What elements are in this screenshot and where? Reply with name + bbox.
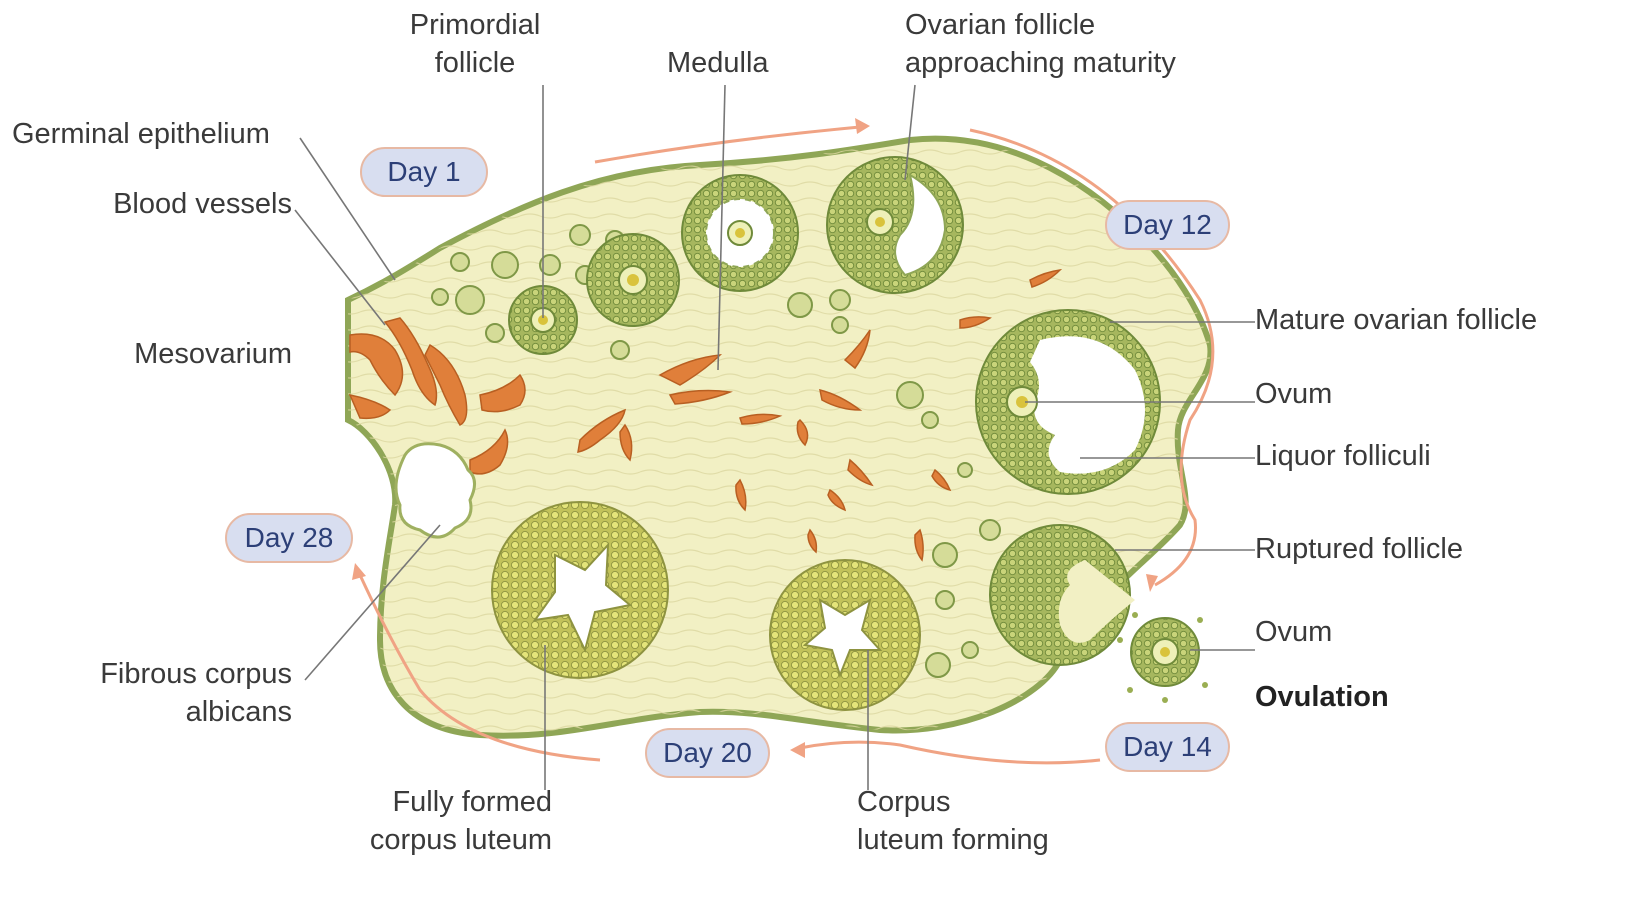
badge-day-20: Day 20 (645, 728, 770, 778)
label-fibrous-corpus-albicans: Fibrous corpus albicans (40, 655, 292, 731)
badge-day-14: Day 14 (1105, 722, 1230, 772)
label-approaching-line2: approaching maturity (905, 44, 1176, 82)
label-medulla: Medulla (667, 44, 769, 82)
label-primordial-follicle: Primordial follicle (390, 6, 560, 82)
corpus-luteum-formed (492, 502, 668, 678)
badge-day-1: Day 1 (360, 147, 488, 197)
corpus-albicans (396, 444, 475, 537)
label-primordial-follicle-line2: follicle (390, 44, 560, 82)
label-ovulation: Ovulation (1255, 678, 1389, 716)
label-luteum-forming-line1: Corpus (857, 783, 1049, 821)
label-corpus-luteum-forming: Corpus luteum forming (857, 783, 1049, 859)
label-luteum-formed-line1: Fully formed (330, 783, 552, 821)
label-albicans-line1: Fibrous corpus (40, 655, 292, 693)
label-mesovarium: Mesovarium (60, 335, 292, 373)
antral-follicle (682, 175, 798, 291)
label-ovarian-follicle-approaching-maturity: Ovarian follicle approaching maturity (905, 6, 1176, 82)
corpus-luteum-forming (770, 560, 920, 710)
label-liquor-folliculi: Liquor folliculi (1255, 437, 1431, 475)
label-germinal-epithelium: Germinal epithelium (12, 115, 270, 153)
label-primordial-follicle-line1: Primordial (390, 6, 560, 44)
released-ovum (1117, 612, 1208, 703)
label-blood-vessels: Blood vessels (60, 185, 292, 223)
follicle-approaching-maturity (827, 157, 963, 293)
label-mature-ovarian-follicle: Mature ovarian follicle (1255, 301, 1537, 339)
badge-day-12: Day 12 (1105, 200, 1230, 250)
badge-day-28: Day 28 (225, 513, 353, 563)
label-luteum-formed-line2: corpus luteum (330, 821, 552, 859)
label-approaching-line1: Ovarian follicle (905, 6, 1176, 44)
label-albicans-line2: albicans (40, 693, 292, 731)
label-ovum-mature: Ovum (1255, 375, 1332, 413)
growing-follicle-medium (587, 234, 679, 326)
label-ovum-released: Ovum (1255, 613, 1332, 651)
label-ruptured-follicle: Ruptured follicle (1255, 530, 1463, 568)
label-fully-formed-corpus-luteum: Fully formed corpus luteum (330, 783, 552, 859)
label-luteum-forming-line2: luteum forming (857, 821, 1049, 859)
